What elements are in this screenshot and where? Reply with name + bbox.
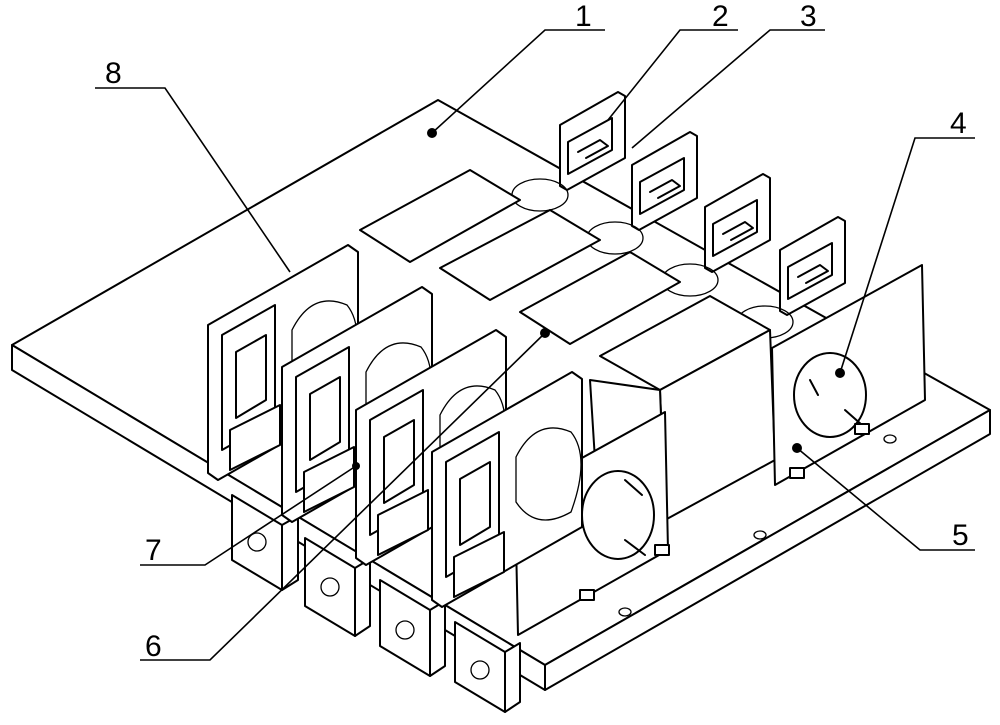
rear-bracket: [631, 131, 698, 231]
motor-disc: [581, 470, 655, 560]
rear-bracket: [779, 216, 846, 316]
left-end-plate: [514, 411, 670, 636]
mounting-hole: [618, 607, 632, 617]
leader-5: [796, 447, 975, 551]
callout-4: 4: [950, 107, 967, 140]
rear-bracket: [559, 91, 626, 191]
leader-2: [607, 29, 738, 121]
rear-contactor-row: [511, 91, 846, 339]
callout-5: 5: [952, 519, 969, 552]
mounting-hole: [883, 434, 897, 444]
clip: [789, 467, 805, 479]
callout-2: 2: [712, 0, 729, 33]
callout-8: 8: [105, 57, 122, 90]
clip: [579, 589, 595, 601]
leader-6: [140, 332, 546, 661]
clip: [654, 544, 670, 556]
leader-4: [839, 137, 975, 374]
motor-disc: [793, 352, 867, 438]
leader-1: [431, 29, 605, 134]
leader-7: [140, 465, 357, 566]
callout-3: 3: [800, 0, 817, 33]
callout-6: 6: [145, 630, 162, 663]
callout-labels: 1 2 3 4 5 6 7 8: [105, 0, 969, 663]
leader-8: [95, 87, 291, 273]
right-end-plate: [771, 264, 926, 486]
callout-7: 7: [145, 534, 162, 567]
leader-3: [631, 29, 825, 149]
front-contactor-units: [207, 244, 583, 608]
terminal-leg: [454, 621, 521, 713]
clip: [854, 423, 870, 435]
callout-1: 1: [575, 0, 592, 33]
leader-lines: [95, 29, 975, 661]
terminal-leg: [379, 579, 446, 677]
mounting-hole: [753, 530, 767, 540]
contactor-unit: [431, 371, 583, 608]
rear-bracket: [704, 173, 771, 273]
